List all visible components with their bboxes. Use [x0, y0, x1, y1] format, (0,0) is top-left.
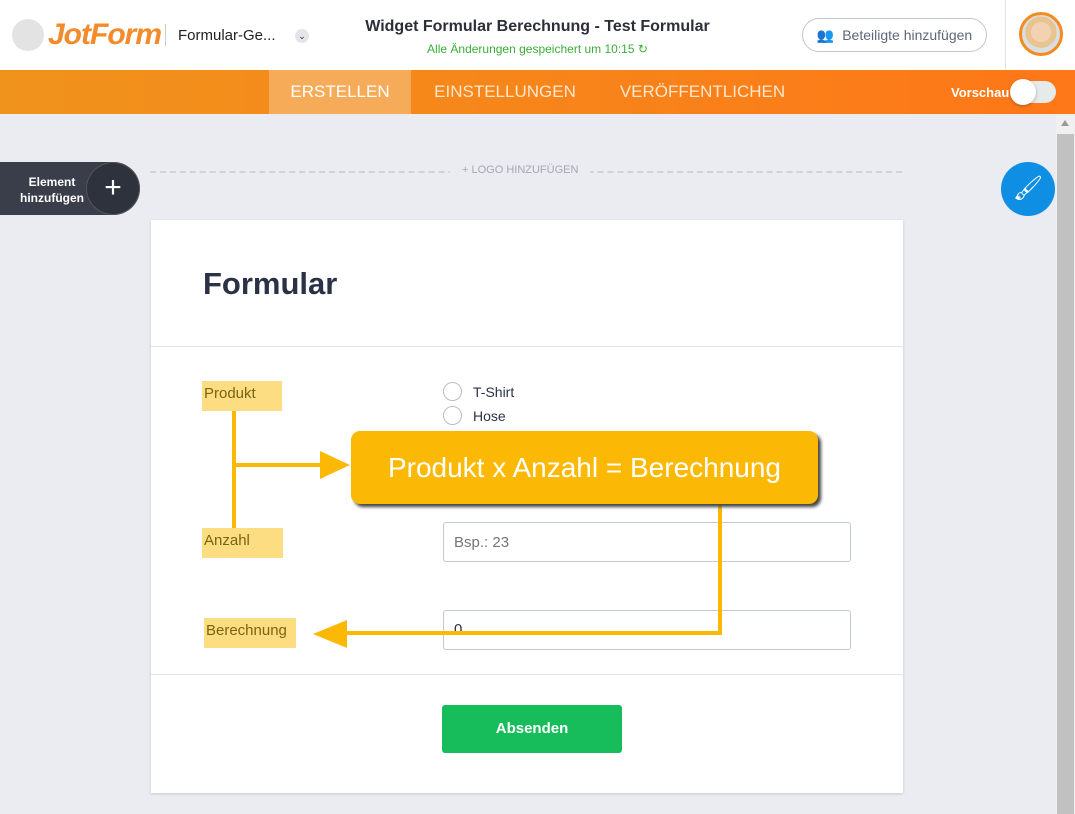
jotform-logo[interactable]: JotForm: [48, 18, 162, 51]
refresh-icon[interactable]: ↻: [637, 42, 648, 56]
add-element-label: Element hinzufügen: [20, 175, 84, 205]
divider: [1005, 0, 1006, 70]
scrollbar[interactable]: [1056, 114, 1075, 814]
users-icon: 👥: [816, 26, 835, 43]
save-status: Alle Änderungen gespeichert um 10:15 ↻: [0, 42, 1075, 56]
radio-hose[interactable]: [443, 406, 462, 425]
field-label-produkt: Produkt: [202, 381, 282, 411]
add-logo-button[interactable]: + LOGO HINZUFÜGEN: [450, 164, 591, 176]
nav-bar: ERSTELLEN EINSTELLUNGEN VERÖFFENTLICHEN …: [0, 70, 1075, 114]
add-element-button[interactable]: Element hinzufügen +: [0, 162, 140, 215]
divider: [151, 346, 903, 347]
plus-icon[interactable]: +: [86, 162, 140, 215]
avatar[interactable]: [1019, 12, 1063, 56]
radio-tshirt[interactable]: [443, 382, 462, 401]
add-collaborators-label: Beteiligte hinzufügen: [842, 27, 973, 43]
top-bar: JotForm Formular-Ge... ⌄ Widget Formular…: [0, 0, 1075, 70]
submit-button[interactable]: Absenden: [442, 705, 622, 753]
save-status-text: Alle Änderungen gespeichert um 10:15: [427, 42, 635, 56]
divider: [151, 674, 903, 675]
preview-label: Vorschau: [951, 85, 1010, 100]
field-label-berechnung: Berechnung: [204, 618, 296, 648]
radio-label: T-Shirt: [473, 384, 515, 400]
jotform-pencil-icon: [12, 19, 44, 51]
scrollbar-thumb[interactable]: [1057, 134, 1074, 814]
radio-label: Hose: [473, 408, 506, 424]
berechnung-input[interactable]: 0: [443, 610, 851, 650]
field-label-anzahl: Anzahl: [202, 528, 283, 558]
preview-toggle[interactable]: [1010, 79, 1056, 105]
anzahl-input[interactable]: [443, 522, 851, 562]
add-collaborators-button[interactable]: 👥 Beteiligte hinzufügen: [802, 18, 987, 52]
scroll-up-icon[interactable]: [1061, 120, 1069, 126]
form-name[interactable]: Formular-Ge...: [178, 27, 276, 44]
form-title[interactable]: Formular: [203, 266, 338, 301]
paint-roller-icon[interactable]: 🖌: [1001, 162, 1055, 216]
tab-veroeffentlichen[interactable]: VERÖFFENTLICHEN: [619, 82, 786, 101]
divider: [165, 24, 166, 46]
toggle-knob: [1010, 79, 1036, 105]
page-title: Widget Formular Berechnung - Test Formul…: [365, 18, 710, 35]
tab-einstellungen[interactable]: EINSTELLUNGEN: [434, 82, 576, 101]
form-card: Formular Produkt T-Shirt Hose Anzahl Ber…: [151, 220, 903, 793]
chevron-down-icon[interactable]: ⌄: [295, 29, 309, 43]
annotation-callout: Produkt x Anzahl = Berechnung: [351, 431, 818, 504]
tab-erstellen[interactable]: ERSTELLEN: [269, 70, 411, 114]
